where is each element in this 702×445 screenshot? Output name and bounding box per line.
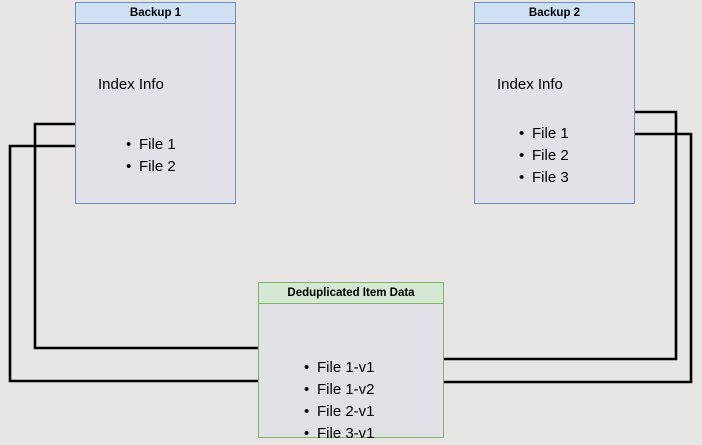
node-backup-1-body: Index Info File 1 File 2	[75, 24, 236, 204]
node-backup-2-title: Backup 2	[474, 2, 635, 24]
backup-1-file-list: File 1 File 2	[126, 134, 176, 178]
list-item[interactable]: File 1	[126, 134, 176, 156]
backup-1-index-info-label: Index Info	[98, 76, 164, 93]
list-item[interactable]: File 3-v1	[304, 423, 375, 445]
list-item[interactable]: File 1-v2	[304, 379, 375, 401]
node-backup-1[interactable]: Backup 1 Index Info File 1 File 2	[75, 2, 236, 204]
deduplicated-item-list: File 1-v1 File 1-v2 File 2-v1 File 3-v1	[304, 357, 375, 445]
node-deduplicated-item-data[interactable]: Deduplicated Item Data File 1-v1 File 1-…	[258, 282, 444, 445]
backup-2-file-list: File 1 File 2 File 3	[519, 123, 569, 189]
node-backup-1-title: Backup 1	[75, 2, 236, 24]
list-item[interactable]: File 2	[126, 156, 176, 178]
list-item[interactable]: File 3	[519, 167, 569, 189]
list-item[interactable]: File 1-v1	[304, 357, 375, 379]
node-deduplicated-body: File 1-v1 File 1-v2 File 2-v1 File 3-v1	[258, 304, 444, 445]
node-deduplicated-title: Deduplicated Item Data	[258, 282, 444, 304]
backup-2-index-info-label: Index Info	[497, 76, 563, 93]
node-backup-2[interactable]: Backup 2 Index Info File 1 File 2 File 3	[474, 2, 635, 204]
node-backup-2-body: Index Info File 1 File 2 File 3	[474, 24, 635, 204]
list-item[interactable]: File 1	[519, 123, 569, 145]
list-item[interactable]: File 2	[519, 145, 569, 167]
list-item[interactable]: File 2-v1	[304, 401, 375, 423]
